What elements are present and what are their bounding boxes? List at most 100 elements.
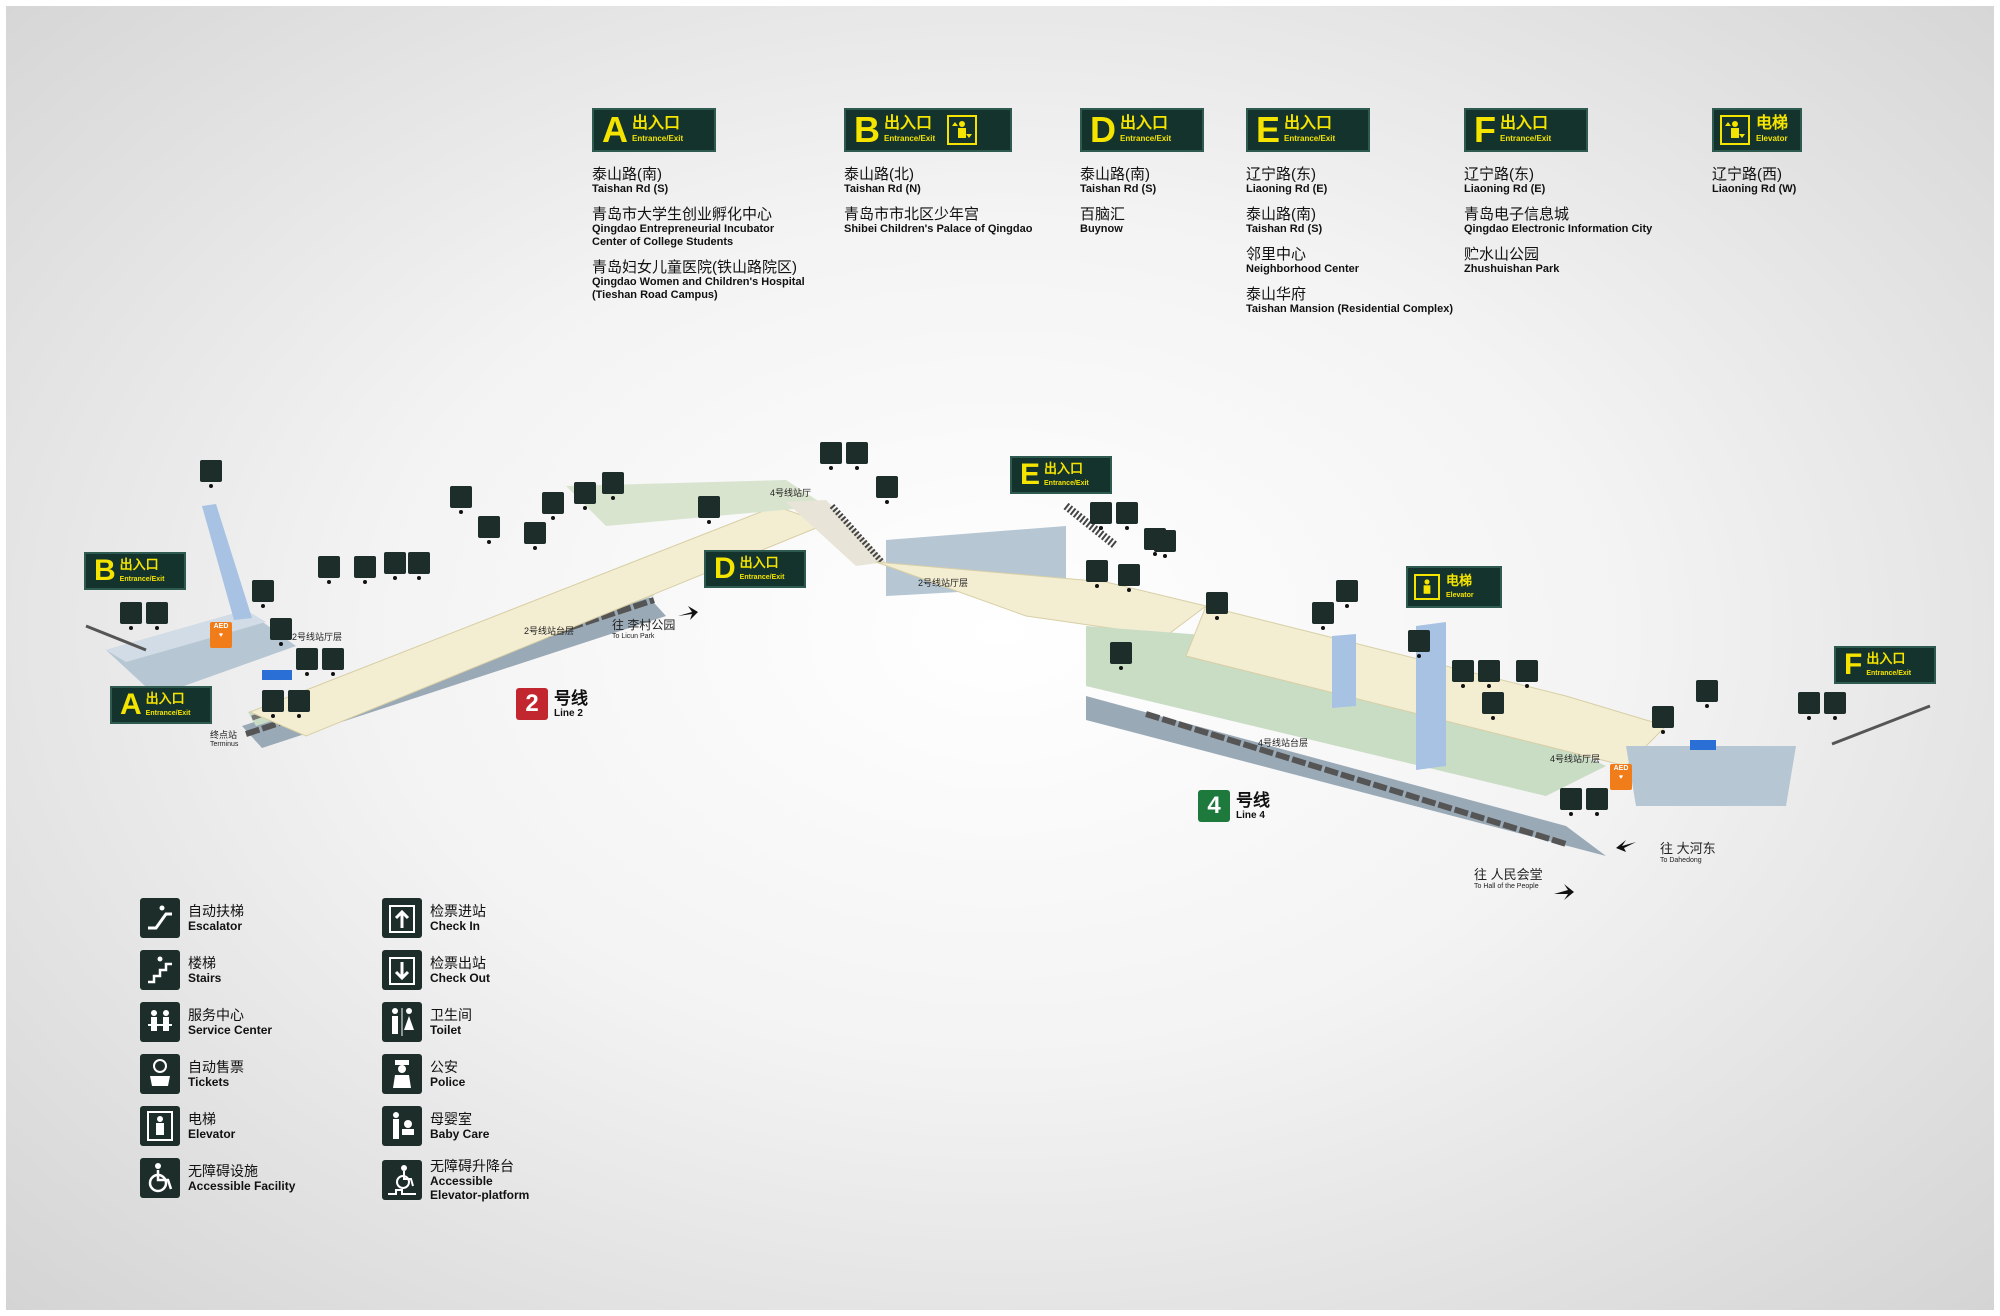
line2-concourse-label: 2号线站厅层 bbox=[292, 632, 343, 642]
line4-concourse-label: 4号线站厅层 bbox=[1550, 754, 1601, 764]
line2-platform-label: 2号线站台层 bbox=[524, 626, 575, 636]
entrance-en: Elevator bbox=[1756, 134, 1788, 143]
map-stairs-icon bbox=[384, 552, 406, 580]
map-check-out-icon bbox=[318, 556, 340, 584]
entrance-letter: A bbox=[602, 109, 628, 150]
legend-en: Escalator bbox=[188, 919, 243, 933]
map-elevator-icon bbox=[1336, 580, 1358, 608]
map-elevator-icon bbox=[200, 460, 222, 488]
destination-en: Shibei Children's Palace of Qingdao bbox=[844, 223, 1033, 235]
toilet-icon bbox=[382, 1002, 422, 1042]
arrow-to-dahedong bbox=[1616, 840, 1636, 852]
baby-care-icon bbox=[382, 1106, 422, 1146]
legend-cn: 电梯 bbox=[188, 1111, 216, 1127]
entrance-en: Entrance/Exit bbox=[1284, 134, 1336, 143]
accessible-icon bbox=[140, 1158, 180, 1198]
destination-en: Neighborhood Center bbox=[1246, 263, 1360, 275]
map-baby-care-icon bbox=[1110, 642, 1132, 670]
accessible-platform-icon bbox=[382, 1160, 422, 1200]
line4-platform-level bbox=[1086, 626, 1606, 796]
legend-cn: 检票出站 bbox=[430, 955, 486, 971]
destination-en: Taishan Rd (N) bbox=[844, 183, 921, 195]
destination-cn: 辽宁路(东) bbox=[1464, 166, 1534, 183]
legend-cn: 检票进站 bbox=[430, 903, 486, 919]
map-elevator-icon bbox=[450, 486, 472, 514]
sign-en: Entrance/Exit bbox=[145, 710, 191, 717]
entrance-cn: 出入口 bbox=[1120, 115, 1169, 132]
legend-en: Accessible bbox=[430, 1174, 493, 1188]
map-stairs-icon bbox=[1452, 660, 1474, 688]
to-hall-cn: 往 人民会堂 bbox=[1474, 867, 1543, 882]
line2-concourse-label-2: 2号线站厅层 bbox=[918, 578, 969, 588]
line-number: 2 bbox=[516, 688, 548, 720]
sign-en: Entrance/Exit bbox=[739, 574, 785, 581]
destination-en: Buynow bbox=[1080, 223, 1123, 235]
check-in-icon bbox=[382, 898, 422, 938]
destination-en: Zhushuishan Park bbox=[1464, 263, 1560, 275]
to-dahedong-en: To Dahedong bbox=[1660, 857, 1702, 864]
destination-cn: 青岛市市北区少年宫 bbox=[844, 206, 980, 223]
line-en: Line 2 bbox=[554, 707, 583, 719]
to-licun-en: To Licun Park bbox=[612, 633, 655, 640]
line4-train bbox=[1145, 711, 1567, 847]
destination-cn: 青岛电子信息城 bbox=[1464, 206, 1570, 223]
map-escalator-icon bbox=[322, 648, 344, 676]
arrow-to-hall bbox=[1554, 884, 1574, 900]
escalator-icon bbox=[140, 898, 180, 938]
map-check-out-icon bbox=[602, 472, 624, 500]
destination-en: Taishan Rd (S) bbox=[1246, 223, 1323, 235]
destination-cn: 辽宁路(东) bbox=[1246, 166, 1316, 183]
legend-cn: 服务中心 bbox=[188, 1007, 244, 1023]
destination-en: Liaoning Rd (E) bbox=[1464, 183, 1546, 195]
elevator-shaft-mid bbox=[1332, 634, 1356, 708]
aed-marker-a: AED♥ bbox=[210, 622, 232, 648]
elevator-shaft-e bbox=[1416, 622, 1446, 770]
destination-en: Liaoning Rd (E) bbox=[1246, 183, 1328, 195]
destination-en: Taishan Rd (S) bbox=[592, 183, 669, 195]
ticket-area-a bbox=[262, 670, 292, 680]
sign-en: Entrance/Exit bbox=[1866, 670, 1912, 677]
check-out-icon bbox=[382, 950, 422, 990]
sign-cn: 出入口 bbox=[145, 691, 185, 706]
sign-en: Entrance/Exit bbox=[1044, 480, 1089, 487]
map-check-out-icon bbox=[1118, 564, 1140, 592]
map-check-in-icon bbox=[1312, 602, 1334, 630]
legend-cn: 母婴室 bbox=[430, 1111, 472, 1127]
map-escalator-icon bbox=[1154, 530, 1176, 558]
entrance-f-stair bbox=[1831, 704, 1931, 746]
map-tickets-icon bbox=[1652, 706, 1674, 734]
map-toilet-icon bbox=[288, 690, 310, 718]
destination-en: Qingdao Entrepreneurial Incubator bbox=[592, 223, 775, 235]
map-escalator-icon bbox=[846, 442, 868, 470]
entrance-letter: D bbox=[1090, 109, 1116, 150]
destination-en: Qingdao Electronic Information City bbox=[1464, 223, 1653, 235]
map-service-center-icon bbox=[1086, 560, 1108, 588]
sign-cn: 出入口 bbox=[119, 557, 159, 572]
map-escalator-icon bbox=[1478, 660, 1500, 688]
sign-en: Entrance/Exit bbox=[119, 576, 165, 583]
legend-cn: 自动扶梯 bbox=[188, 903, 244, 919]
sign-letter: B bbox=[94, 554, 116, 587]
map-escalator-icon bbox=[146, 602, 168, 630]
elevator-icon bbox=[1720, 115, 1750, 145]
legend-en: Baby Care bbox=[430, 1127, 490, 1141]
map-escalator-icon bbox=[1116, 502, 1138, 530]
stairs-icon bbox=[140, 950, 180, 990]
ticket-area-f bbox=[1690, 740, 1716, 750]
elevator-icon bbox=[947, 115, 978, 145]
map-sign-b: B 出入口 Entrance/Exit bbox=[84, 552, 186, 590]
to-hall-en: To Hall of the People bbox=[1474, 883, 1539, 890]
